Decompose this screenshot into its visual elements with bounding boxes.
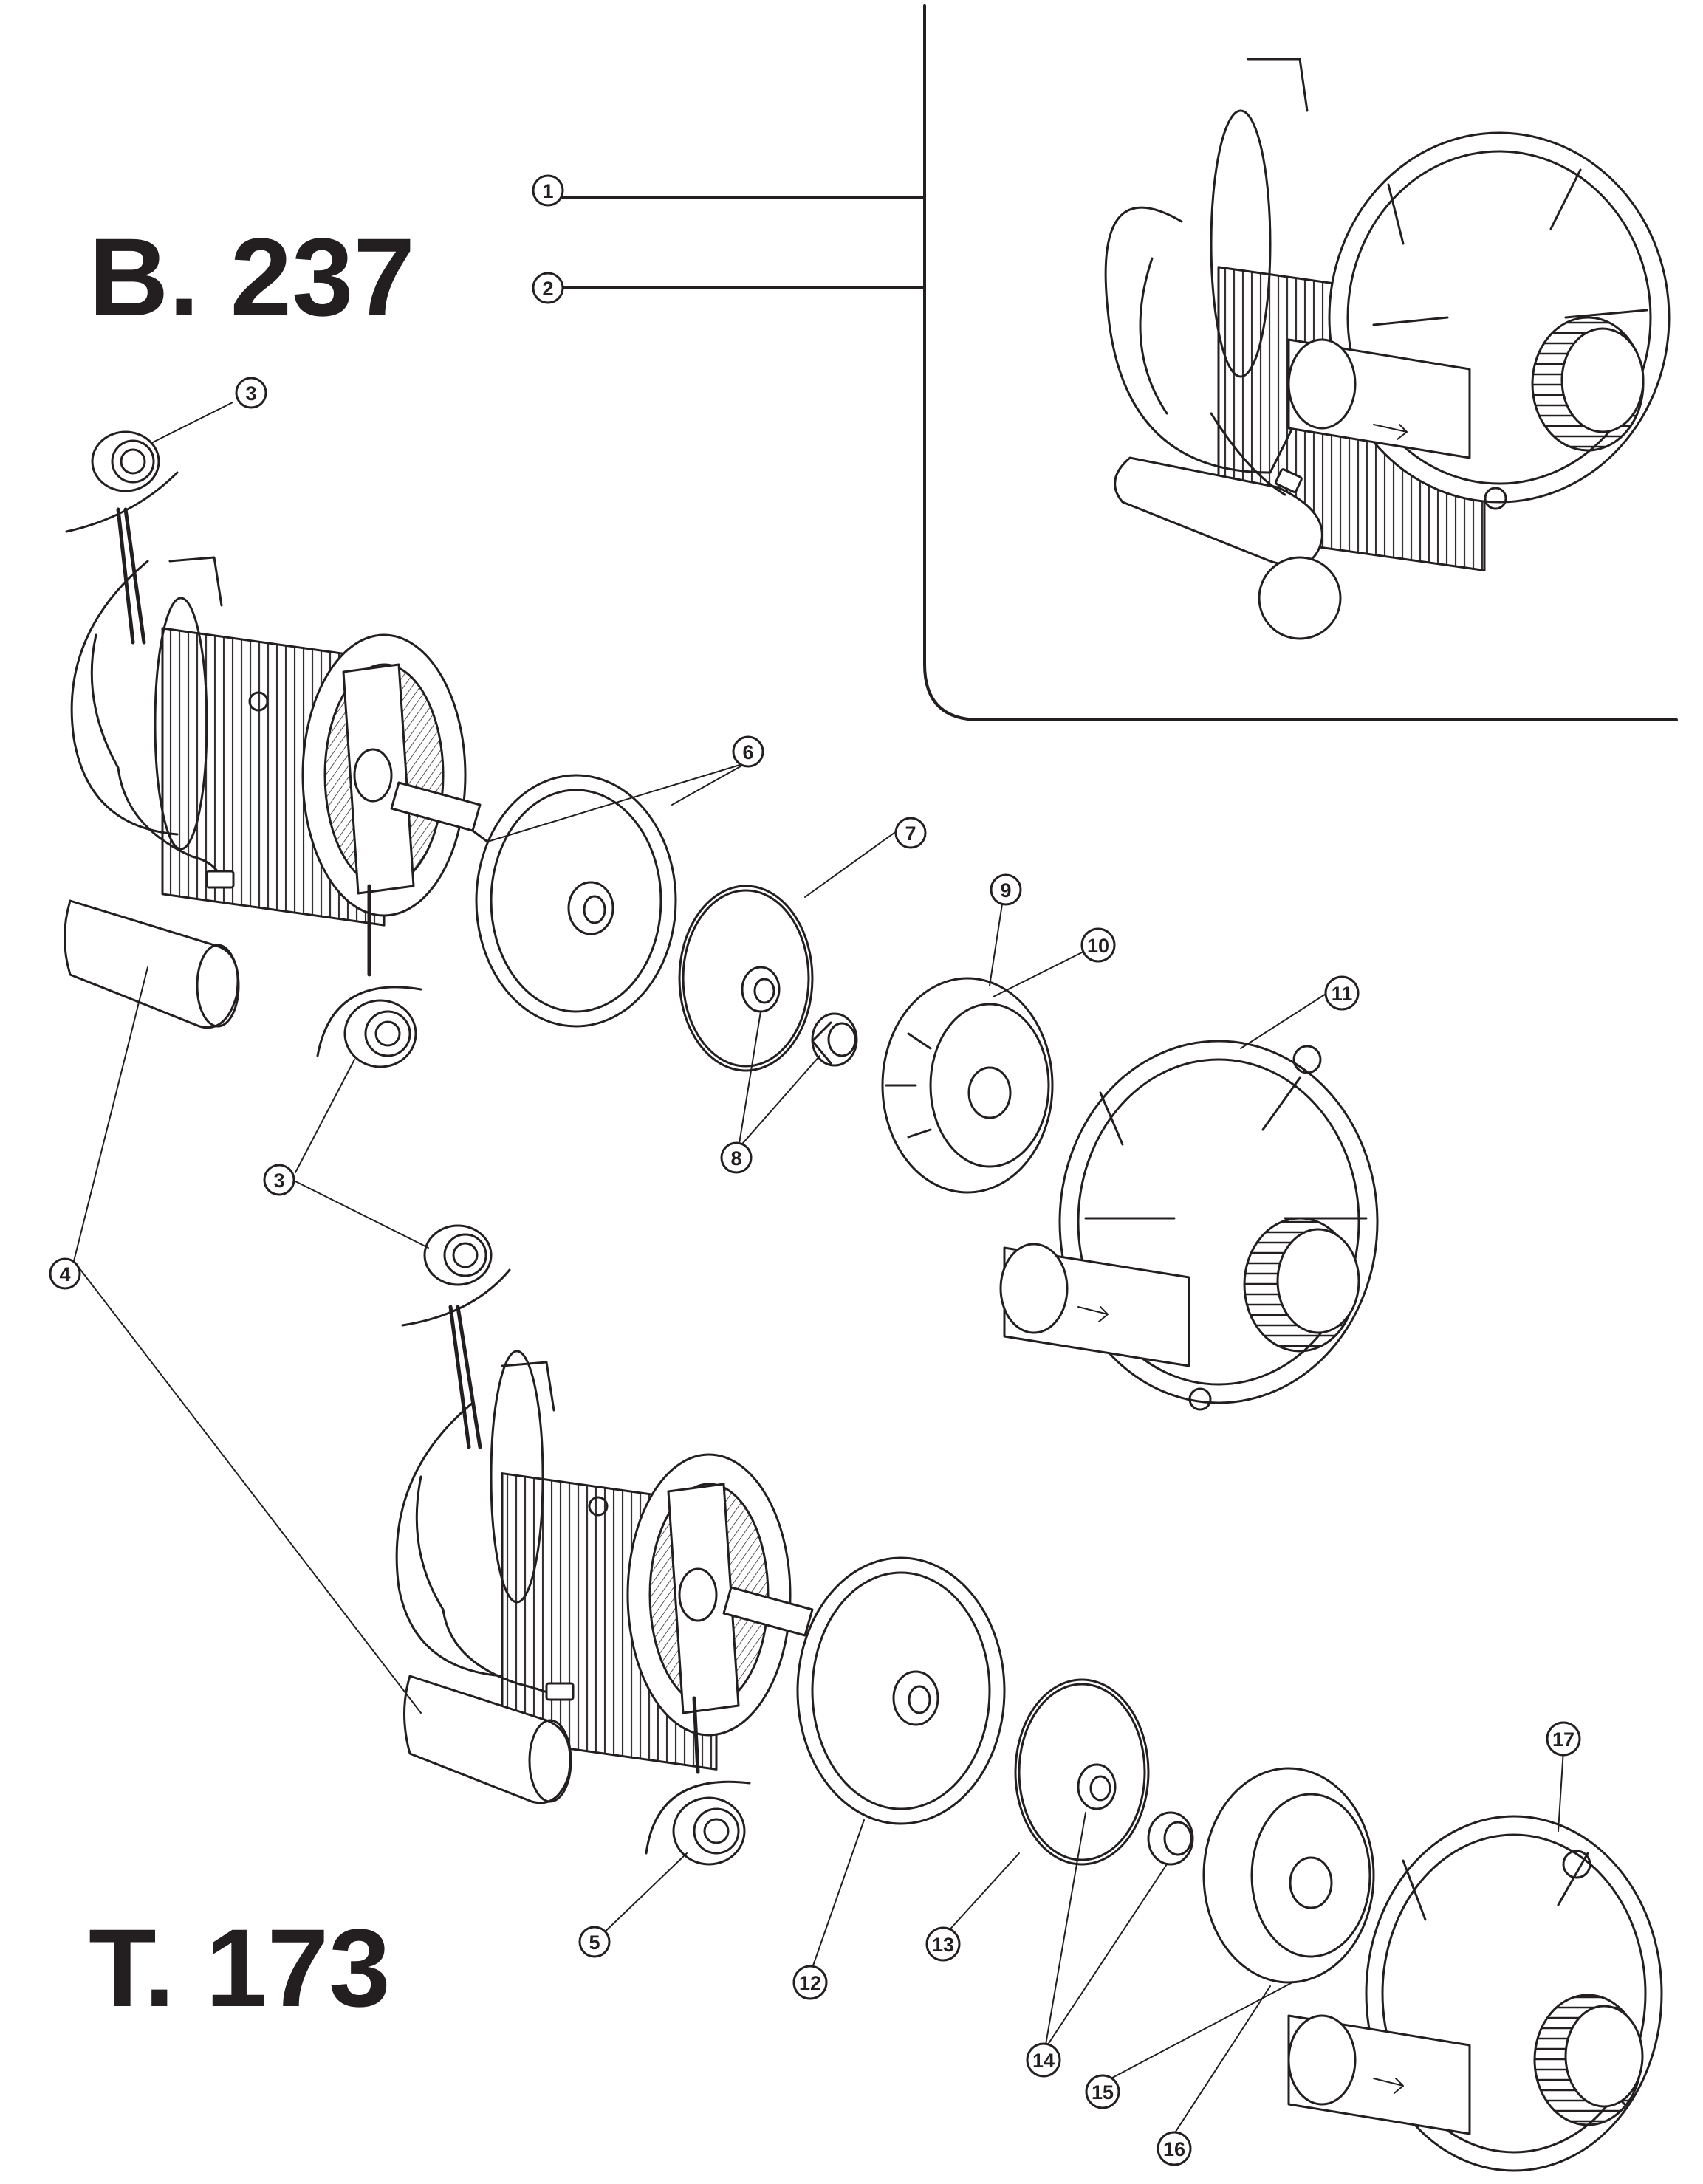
- callout-c17: 17: [1546, 1721, 1581, 1757]
- callout-label: 14: [1032, 2050, 1055, 2072]
- callout-c2: 2: [532, 272, 564, 304]
- callout-label: 7: [905, 823, 916, 845]
- callout-label: 3: [245, 382, 256, 405]
- callout-label: 16: [1163, 2138, 1185, 2160]
- capacitor-upper: [64, 766, 240, 1029]
- title-lower-model: T. 173: [89, 1906, 391, 2030]
- callout-label: 4: [59, 1263, 70, 1285]
- callout-label: 13: [932, 1934, 954, 1956]
- callout-label: 10: [1087, 935, 1109, 957]
- callout-c5: 5: [578, 1926, 611, 1958]
- impeller-lower: [1202, 1767, 1375, 1984]
- bearing-upper-top: [65, 430, 179, 645]
- mech-seal-lower: [1147, 1811, 1194, 1866]
- o-ring-upper: [678, 885, 814, 1072]
- leader-lines-1-2: [561, 196, 926, 289]
- callout-c15: 15: [1085, 2074, 1120, 2109]
- seal-plate-lower: [796, 1556, 1006, 1825]
- pump-housing-lower: [1287, 1815, 1663, 2172]
- pump-housing-upper: [999, 1040, 1379, 1411]
- impeller-upper: [881, 977, 1054, 1194]
- title-upper-model: B. 237: [89, 215, 415, 339]
- callout-c7: 7: [894, 817, 927, 849]
- callout-label: 2: [542, 278, 553, 300]
- callout-c10: 10: [1080, 927, 1116, 963]
- mech-seal-upper: [811, 1012, 858, 1067]
- bearing-lower-top: [401, 1224, 511, 1449]
- callout-c16: 16: [1157, 2131, 1192, 2166]
- callout-c12: 12: [792, 1965, 828, 2000]
- callout-c11: 11: [1324, 975, 1360, 1011]
- inset-frame: [923, 4, 1678, 721]
- callout-label: 9: [1000, 879, 1011, 902]
- callout-label: 3: [273, 1170, 284, 1192]
- callout-label: 6: [742, 741, 753, 763]
- callout-c3a: 3: [235, 377, 267, 409]
- callout-leaders: [73, 402, 1564, 2135]
- o-ring-lower: [1014, 1678, 1150, 1866]
- bearing-upper-bottom: [316, 884, 422, 1068]
- callout-label: 8: [730, 1147, 741, 1170]
- seal-plate-upper: [471, 774, 677, 1028]
- capacitor-lower: [403, 1608, 575, 1804]
- callout-label: 12: [799, 1972, 821, 1994]
- callout-label: 17: [1552, 1728, 1574, 1751]
- callout-c6: 6: [732, 735, 764, 768]
- callout-label: 11: [1332, 983, 1353, 1005]
- callout-label: 1: [542, 180, 553, 202]
- motor-upper: [70, 556, 482, 927]
- assembled-pump-inset: [1104, 58, 1671, 640]
- callout-c13: 13: [925, 1926, 961, 1962]
- callout-c8: 8: [720, 1141, 753, 1174]
- callout-c4: 4: [49, 1257, 81, 1290]
- callout-label: 5: [589, 1931, 600, 1954]
- bearing-lower-bottom: [645, 1696, 751, 1866]
- callout-c9: 9: [990, 873, 1022, 906]
- callout-c14: 14: [1026, 2042, 1061, 2078]
- callout-label: 15: [1092, 2081, 1114, 2104]
- callout-c3b: 3: [263, 1164, 295, 1196]
- callout-c1: 1: [532, 174, 564, 207]
